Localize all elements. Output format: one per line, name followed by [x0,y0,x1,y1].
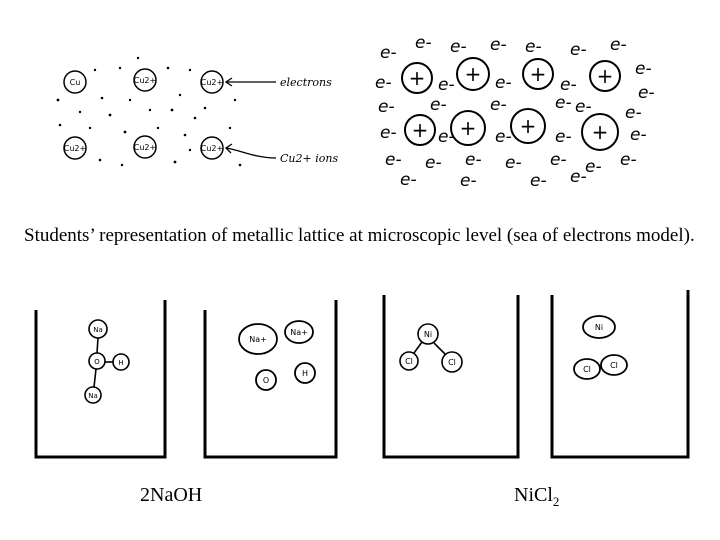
beaker-1 [36,300,165,457]
atom-label: Ni [424,330,432,339]
ion-label: Cu2+ [134,143,156,152]
svg-text:e-: e- [620,150,637,170]
svg-text:e-: e- [560,75,577,95]
svg-text:e-: e- [400,170,417,190]
beaker-sketches: Na O H Na Na+ Na+ O H Ni Cl Cl Ni Cl Cl [0,285,720,465]
ion-label: Cu2+ [201,78,223,87]
svg-text:e-: e- [490,95,507,115]
svg-text:e-: e- [460,171,477,190]
svg-text:+: + [597,64,614,88]
lattice-sketch-ions: Cu Cu2+ Cu2+ Cu2+ Cu2+ Cu2+ electrons Cu… [40,40,360,190]
svg-text:e-: e- [415,33,432,53]
svg-text:e-: e- [495,127,512,147]
svg-text:+: + [465,62,482,86]
svg-text:e-: e- [430,95,447,115]
ion-label: Cl [610,361,618,370]
svg-text:+: + [460,116,477,140]
svg-text:e-: e- [635,59,652,79]
atom-label: Cl [405,357,413,366]
svg-text:e-: e- [380,123,397,143]
svg-text:e-: e- [530,171,547,190]
svg-text:+: + [409,66,426,90]
svg-text:e-: e- [380,43,397,63]
ion-label: Cu2+ [134,76,156,85]
svg-text:+: + [530,62,547,86]
electron-symbols: e- e- e- e- e- e- e- e- e- e- e- e- e- e… [375,33,655,190]
svg-text:e-: e- [575,97,592,117]
svg-text:e-: e- [438,75,455,95]
svg-text:e-: e- [610,35,627,55]
svg-text:e-: e- [525,37,542,57]
ion-label: Cu2+ [64,144,86,153]
svg-text:e-: e- [438,127,455,147]
svg-text:e-: e- [555,93,572,113]
figure-caption: Students’ representation of metallic lat… [24,220,704,251]
svg-text:+: + [592,120,609,144]
svg-text:e-: e- [495,73,512,93]
svg-text:e-: e- [465,150,482,170]
beaker-3 [384,295,518,457]
svg-text:e-: e- [585,157,602,177]
atom-label: H [118,359,123,367]
ion-label: Na+ [290,328,308,337]
electrons-annotation: electrons [280,76,332,89]
svg-text:e-: e- [450,37,467,57]
svg-text:e-: e- [490,35,507,55]
ion-label: Cu2+ [201,144,223,153]
svg-text:e-: e- [378,97,395,117]
svg-text:e-: e- [425,153,442,173]
atom-label: Cl [448,358,456,367]
svg-text:e-: e- [625,103,642,123]
svg-text:e-: e- [505,153,522,173]
svg-text:e-: e- [550,150,567,170]
naoh-label: 2NaOH [140,484,202,507]
ion-label: O [263,376,269,385]
ion-label: Na+ [249,335,267,344]
ions-annotation: Cu2+ ions [280,152,338,165]
svg-text:e-: e- [638,83,655,103]
ion-label: Cu [70,78,81,87]
nicl2-label-main: NiCl [514,484,553,506]
svg-text:e-: e- [375,73,392,93]
atom-label: O [94,358,100,366]
svg-text:e-: e- [385,150,402,170]
atom-label: Na [93,326,103,334]
sea-of-electrons-sketch: + + + + + + + + e- e- e- e- e- e- e- e- … [370,30,680,190]
atom-label: Na [88,392,98,400]
svg-text:e-: e- [630,125,647,145]
beaker-2 [205,300,336,457]
svg-text:e-: e- [555,127,572,147]
ion-label: H [302,369,308,378]
ion-label: Cl [583,365,591,374]
svg-text:+: + [412,118,429,142]
svg-text:e-: e- [570,40,587,60]
svg-text:e-: e- [570,167,587,187]
svg-text:+: + [520,114,537,138]
nicl2-label-subscript: 2 [553,494,560,509]
nicl2-label: NiCl2 [514,484,559,510]
ion-label: Ni [595,323,603,332]
